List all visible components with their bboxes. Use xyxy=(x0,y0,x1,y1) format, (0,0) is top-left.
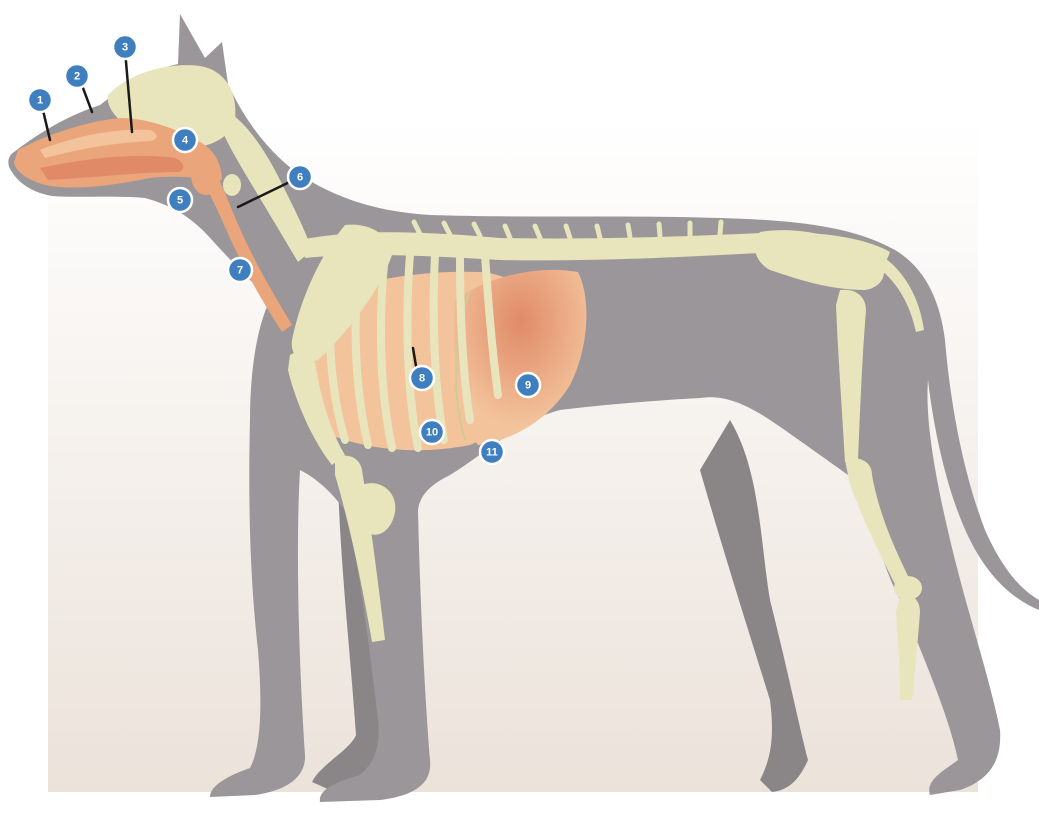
callout-marker-larynx: 5 xyxy=(168,188,192,212)
larynx-shape xyxy=(191,155,221,195)
callout-marker-label: 8 xyxy=(419,373,425,385)
callout-marker-stomach: 10 xyxy=(420,420,444,444)
callout-marker-abdomen: 11 xyxy=(480,440,504,464)
callout-marker-pharynx: 4 xyxy=(173,128,197,152)
callout-marker-label: 5 xyxy=(177,195,183,207)
callout-marker-label: 2 xyxy=(74,71,80,83)
callout-marker-mouth: 1 xyxy=(28,88,52,112)
callout-marker-salivary: 6 xyxy=(288,165,312,189)
callout-marker-nose-teeth: 2 xyxy=(65,64,89,88)
callout-marker-label: 6 xyxy=(297,172,303,184)
callout-marker-liver: 8 xyxy=(410,366,434,390)
hyoid-bone xyxy=(223,174,241,196)
callout-marker-label: 3 xyxy=(122,42,128,54)
callout-marker-label: 4 xyxy=(182,135,189,147)
callout-marker-diaphragm: 9 xyxy=(516,373,540,397)
callout-marker-label: 1 xyxy=(37,95,43,107)
callout-marker-label: 10 xyxy=(426,427,438,439)
callout-marker-label: 9 xyxy=(525,380,531,392)
callout-marker-label: 7 xyxy=(237,265,243,277)
callout-marker-esophagus: 7 xyxy=(228,258,252,282)
callout-marker-label: 11 xyxy=(486,447,498,459)
callout-marker-tongue: 3 xyxy=(113,35,137,59)
